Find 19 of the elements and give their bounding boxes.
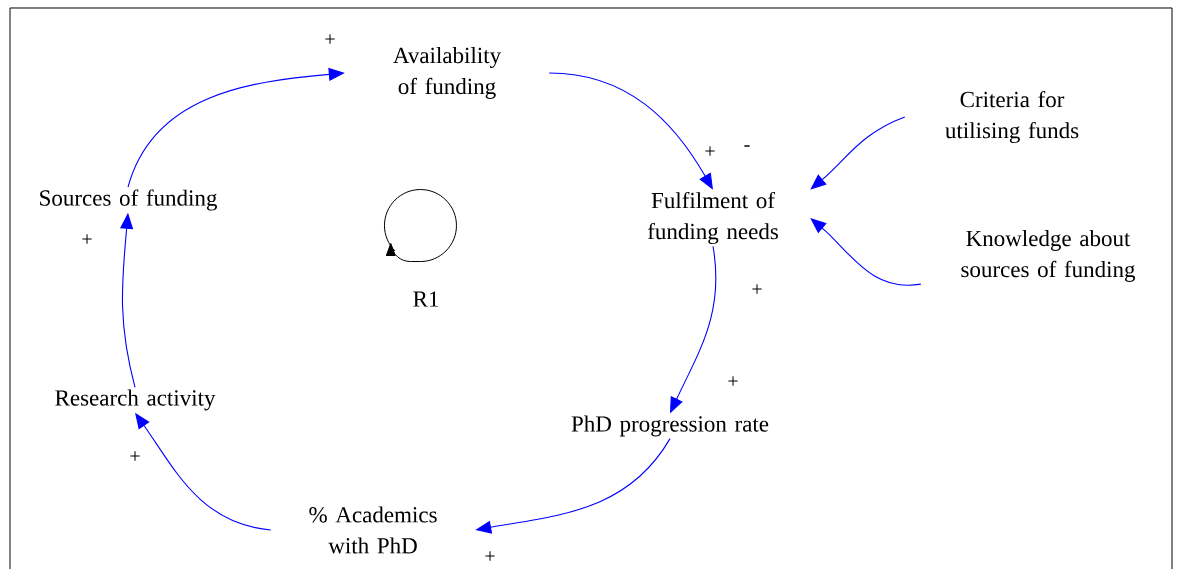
variable-label: Criteria for utilising funds bbox=[945, 90, 1079, 144]
polarity-sign: + bbox=[82, 234, 92, 244]
variable-label: Knowledge about sources of funding bbox=[961, 230, 1136, 282]
polarity-sign: + bbox=[325, 34, 335, 44]
variable-label: Availability of funding bbox=[393, 47, 502, 99]
polarity-sign: + bbox=[130, 451, 140, 461]
variable-label: Sources of funding bbox=[40, 189, 217, 211]
polarity-sign: + bbox=[705, 146, 715, 156]
polarity-sign: - bbox=[744, 145, 750, 147]
polarity-sign: + bbox=[752, 284, 762, 294]
causal-arrow bbox=[810, 218, 922, 286]
polarity-sign: + bbox=[728, 376, 738, 386]
loop-label: R1 bbox=[413, 291, 439, 307]
causal-arrow bbox=[810, 116, 906, 190]
polarity-sign: + bbox=[485, 551, 495, 561]
variable-label: PhD progression rate bbox=[571, 415, 769, 437]
variable-label: Research activity bbox=[55, 389, 216, 411]
variable-label: % Academics with PhD bbox=[309, 506, 437, 554]
variable-label: Fulfilment of funding needs bbox=[647, 191, 778, 245]
